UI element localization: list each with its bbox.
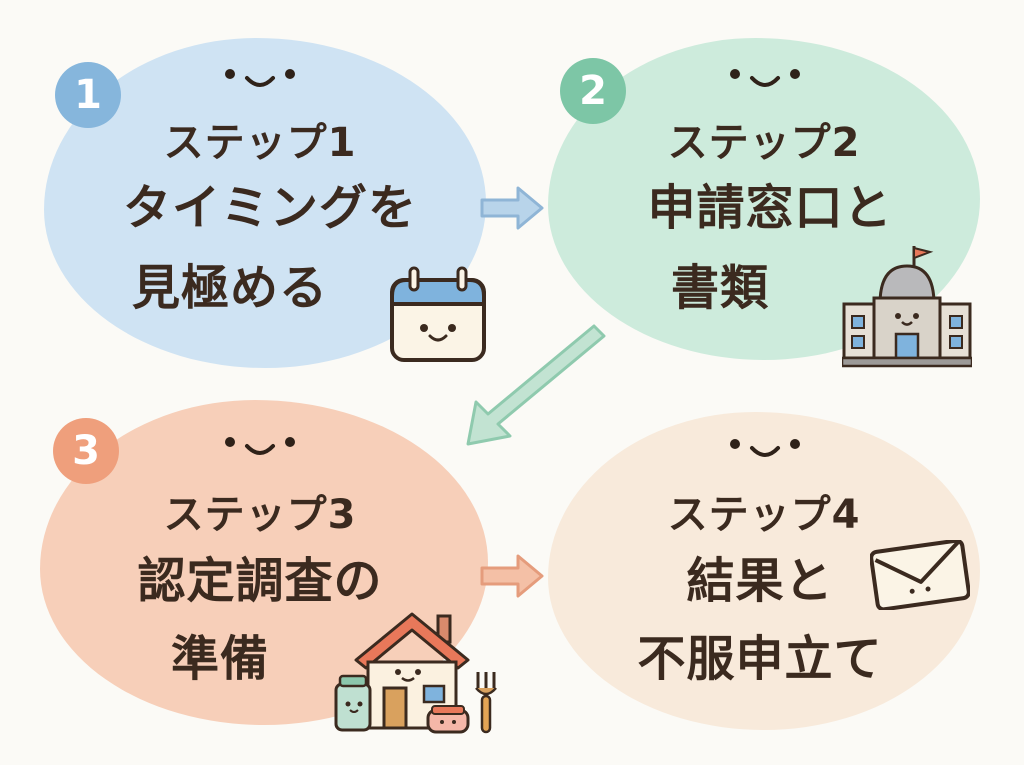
step-3-title-line2: 準備 <box>170 631 269 687</box>
step-4-title-line1: 結果と <box>686 553 834 609</box>
arrow-right-icon <box>480 554 544 598</box>
step-2-number-badge: 2 <box>560 58 626 124</box>
step-3-label: ステップ3 <box>163 492 357 538</box>
envelope-icon <box>870 540 970 610</box>
step-2-label: ステップ2 <box>667 120 861 166</box>
step-1-title-line1: タイミングを <box>122 180 417 236</box>
arrow-right-icon <box>480 186 544 230</box>
smile-face-icon <box>225 437 295 455</box>
step-3-number-badge: 3 <box>53 418 119 484</box>
smile-face-icon <box>730 69 800 87</box>
step-4-title-line2: 不服申立て <box>637 631 883 687</box>
government-building-icon <box>842 246 972 368</box>
step-3-title-line1: 認定調査の <box>137 553 383 609</box>
smile-face-icon <box>730 439 800 457</box>
step-1-title-line2: 見極める <box>131 260 328 316</box>
step-2-title-line1: 申請窓口と <box>647 180 893 236</box>
calendar-icon <box>390 266 486 362</box>
step-2-title-line2: 書類 <box>670 260 769 316</box>
step-1-number-badge: 1 <box>55 62 121 128</box>
arrow-down-left-icon <box>466 324 606 446</box>
step-1-label: ステップ1 <box>163 120 357 166</box>
smile-face-icon <box>225 69 295 87</box>
house-icon <box>334 612 497 734</box>
step-4-label: ステップ4 <box>667 492 861 538</box>
